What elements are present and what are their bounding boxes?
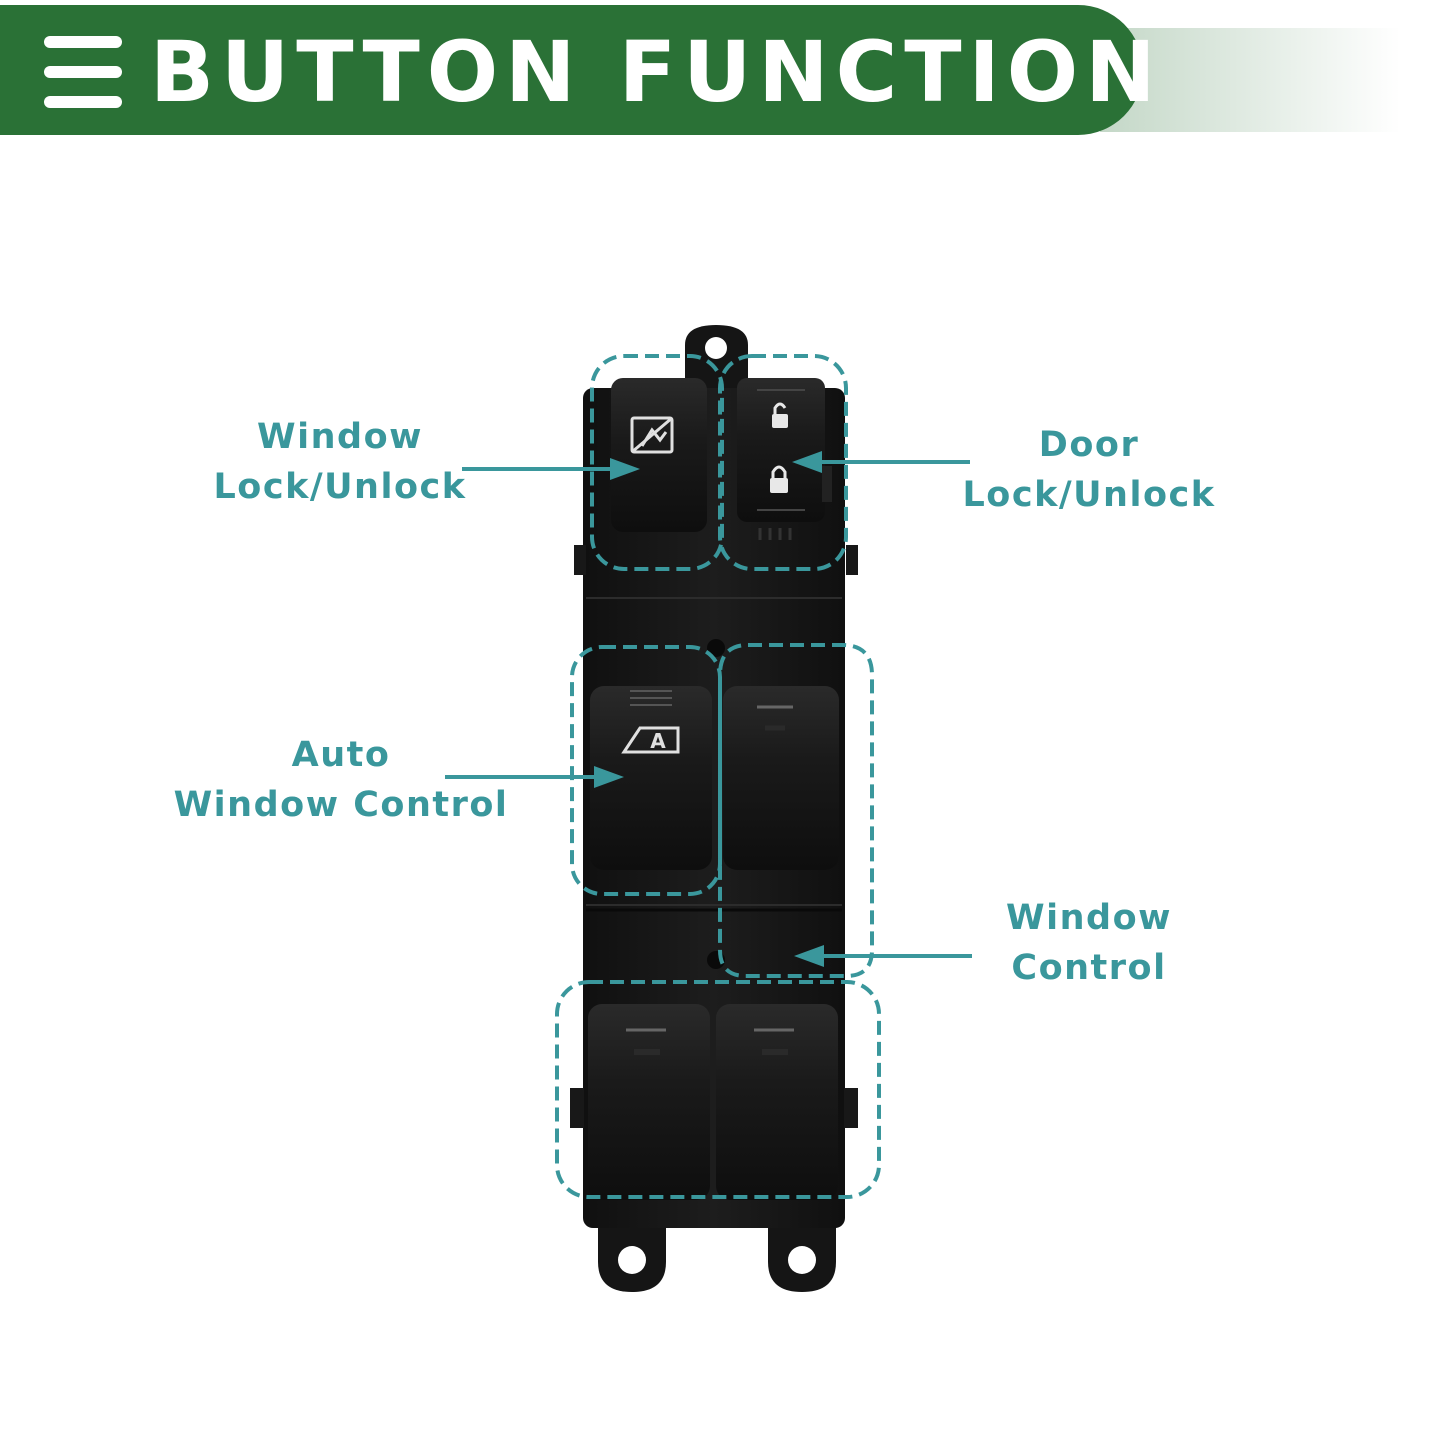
door-lock-label: Door Lock/Unlock bbox=[955, 420, 1223, 520]
window-control-label: Window Control bbox=[998, 893, 1180, 993]
auto-window-outline bbox=[570, 645, 722, 896]
bottom-mount-tabs bbox=[598, 1215, 836, 1292]
banner-fade bbox=[1100, 28, 1400, 132]
door-lock-label-line2: Lock/Unlock bbox=[962, 475, 1216, 515]
callout-arrows bbox=[445, 451, 972, 967]
rear-right-window-button[interactable] bbox=[716, 1004, 838, 1200]
auto-window-label-line1: Auto bbox=[291, 735, 391, 775]
window-lock-label: Window Lock/Unlock bbox=[205, 412, 475, 512]
page-title: BUTTON FUNCTION bbox=[150, 23, 1163, 121]
top-mount-tab bbox=[685, 325, 748, 395]
window-control-label-line2: Control bbox=[1011, 948, 1167, 988]
auto-window-icon: A bbox=[621, 726, 680, 754]
title-banner bbox=[0, 5, 1143, 135]
window-lock-button[interactable] bbox=[611, 378, 707, 532]
svg-text:A: A bbox=[650, 729, 666, 753]
menu-icon bbox=[44, 36, 122, 108]
window-control-label-line1: Window bbox=[1006, 898, 1172, 938]
window-lock-label-line2: Lock/Unlock bbox=[213, 467, 467, 507]
window-lock-icon bbox=[630, 416, 674, 454]
passenger-window-button[interactable] bbox=[723, 686, 839, 870]
rear-windows-outline bbox=[555, 980, 881, 1199]
door-lock-outline bbox=[718, 354, 848, 571]
auto-window-label-line2: Window Control bbox=[173, 785, 509, 825]
door-lock-label-line1: Door bbox=[1038, 425, 1140, 465]
window-lock-label-line1: Window bbox=[257, 417, 423, 457]
auto-window-label: Auto Window Control bbox=[165, 730, 517, 830]
highlight-outlines bbox=[555, 354, 881, 1199]
auto-window-button[interactable]: A bbox=[590, 686, 712, 870]
window-lock-outline bbox=[590, 354, 724, 571]
rear-left-window-button[interactable] bbox=[588, 1004, 710, 1200]
window-control-outline bbox=[718, 643, 874, 978]
door-lock-icon bbox=[770, 465, 788, 493]
door-unlock-icon bbox=[772, 402, 788, 428]
door-lock-button[interactable] bbox=[737, 378, 832, 540]
